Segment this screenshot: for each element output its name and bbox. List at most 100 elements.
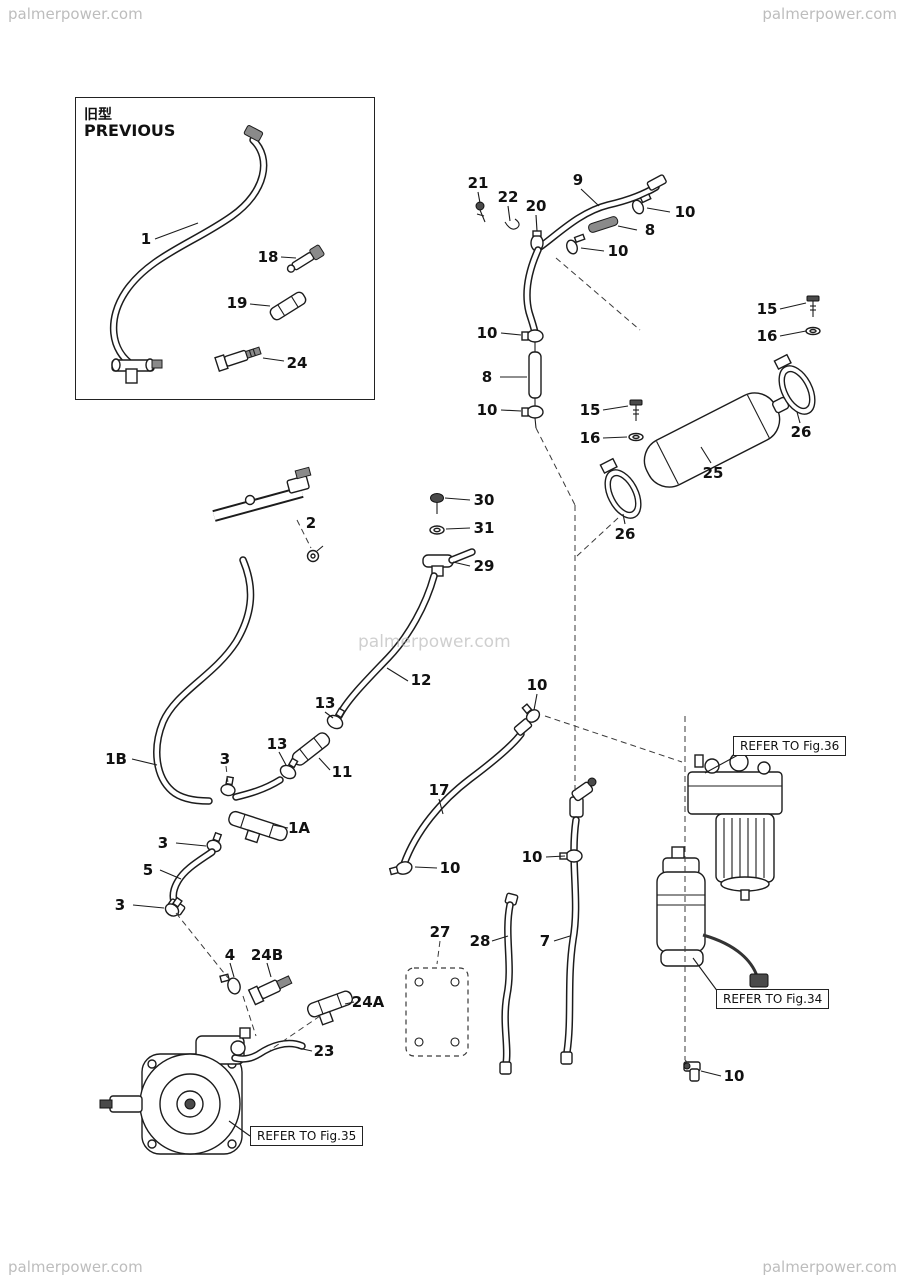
fuel-filter-25 (643, 392, 790, 488)
washer-31 (429, 525, 445, 535)
hose-12-lower (232, 776, 284, 801)
clamp-10-hose17-bottom (388, 861, 413, 876)
clamp-10-hose17-top (521, 703, 541, 723)
part-label-10-26: 10 (526, 676, 548, 694)
part-label-11-29: 11 (331, 763, 353, 781)
part-label-26-13: 26 (790, 423, 812, 441)
part-label-3-31: 3 (219, 750, 231, 768)
clamp-4 (219, 973, 241, 995)
filter-clamp-26-lower (599, 457, 642, 519)
water-separator-fig36 (687, 752, 783, 901)
hose-1-end-fitting (111, 358, 163, 384)
refer-note-2: REFER TO Fig.35 (250, 1126, 364, 1146)
part-label-29-23: 29 (473, 557, 495, 575)
part-label-1-0: 1 (140, 230, 152, 248)
clip-22 (504, 218, 520, 230)
refer-note-0: REFER TO Fig.36 (733, 736, 847, 756)
pipe-1A (228, 810, 288, 844)
watermark-bottom-right: palmerpower.com (762, 1258, 897, 1276)
hose-1B (153, 556, 255, 805)
refer-note-1: REFER TO Fig.34 (716, 989, 830, 1009)
hose-1 (109, 125, 268, 384)
part-label-2-24: 2 (305, 514, 317, 532)
part-label-22-5: 22 (497, 188, 519, 206)
sensor-24 (214, 346, 262, 372)
part-label-21-4: 21 (467, 174, 489, 192)
part-label-10-38: 10 (521, 848, 543, 866)
hose-23 (231, 1039, 306, 1063)
clamp-13-lower (279, 757, 299, 780)
clamp-10-upper (521, 329, 544, 343)
previous-box-title-en: PREVIOUS (84, 121, 176, 140)
part-label-9-7: 9 (572, 171, 584, 189)
screw-30 (430, 493, 444, 514)
part-label-19-2: 19 (226, 294, 248, 312)
part-label-13-27: 13 (314, 694, 336, 712)
clamp-3-mid (206, 831, 223, 853)
sensor-24B (247, 975, 293, 1006)
part-label-27-42: 27 (429, 923, 451, 941)
part-label-8-9: 8 (644, 221, 656, 239)
part-label-24a-41: 24A (351, 993, 385, 1011)
fitting-18 (286, 244, 325, 273)
part-label-23-45: 23 (313, 1042, 335, 1060)
watermark-top-left: palmerpower.com (8, 5, 143, 23)
clamp-13-upper (326, 707, 346, 730)
part-label-8-19: 8 (481, 368, 493, 386)
part-label-10-10: 10 (607, 242, 629, 260)
part-label-26-17: 26 (614, 525, 636, 543)
joint-24A (306, 990, 354, 1026)
part-label-16-16: 16 (579, 429, 601, 447)
clamp-10-lower (521, 405, 544, 419)
part-label-24b-40: 24B (250, 946, 284, 964)
clamp-3-lower (164, 896, 183, 917)
part-label-18-1: 18 (257, 248, 279, 266)
filter-clamp-26-upper (773, 353, 816, 415)
joint-19 (269, 291, 307, 321)
part-label-10-46: 10 (723, 1067, 745, 1085)
part-label-28-43: 28 (469, 932, 491, 950)
part-label-15-15: 15 (579, 401, 601, 419)
hose-17 (400, 718, 533, 868)
pipe-8-vertical (528, 351, 542, 399)
part-label-10-18: 10 (476, 324, 498, 342)
part-label-10-8: 10 (674, 203, 696, 221)
joint-29 (422, 548, 476, 577)
part-label-12-25: 12 (410, 671, 432, 689)
part-label-31-22: 31 (473, 519, 495, 537)
part-label-7-44: 7 (539, 932, 551, 950)
clamp-10-top-right (631, 193, 652, 215)
assembly-dashed-lines (175, 257, 691, 1066)
hose-12 (335, 572, 438, 720)
part-label-5-34: 5 (142, 861, 154, 879)
part-label-17-36: 17 (428, 781, 450, 799)
part-label-3-33: 3 (157, 834, 169, 852)
part-label-1b-30: 1B (105, 750, 127, 768)
screw-15-mid (629, 399, 643, 421)
previous-version-box: 旧型 PREVIOUS (75, 97, 375, 400)
part-label-10-37: 10 (439, 859, 461, 877)
part-label-4-39: 4 (224, 946, 236, 964)
screw-15-right (806, 295, 820, 317)
elbow-10-bottom (683, 1061, 701, 1082)
washer-16-mid (628, 432, 644, 442)
clamp-10-top-left (566, 233, 586, 255)
washer-16-right (805, 326, 821, 336)
injection-rail (212, 466, 312, 522)
watermark-top-right: palmerpower.com (762, 5, 897, 23)
electric-pump-fig34 (656, 846, 769, 988)
hose-9-assembly (475, 174, 667, 255)
clip-2 (306, 545, 324, 563)
part-label-24-3: 24 (286, 354, 308, 372)
pump-connector (749, 973, 769, 988)
gasket-27 (405, 967, 469, 1057)
part-label-10-20: 10 (476, 401, 498, 419)
vertical-pipe-assembly (521, 246, 544, 429)
part-label-16-12: 16 (756, 327, 778, 345)
pipe-8-top (588, 216, 619, 233)
part-label-15-11: 15 (756, 300, 778, 318)
injection-pump-fig35 (99, 1027, 251, 1155)
hose-9-end-fitting (646, 174, 667, 191)
